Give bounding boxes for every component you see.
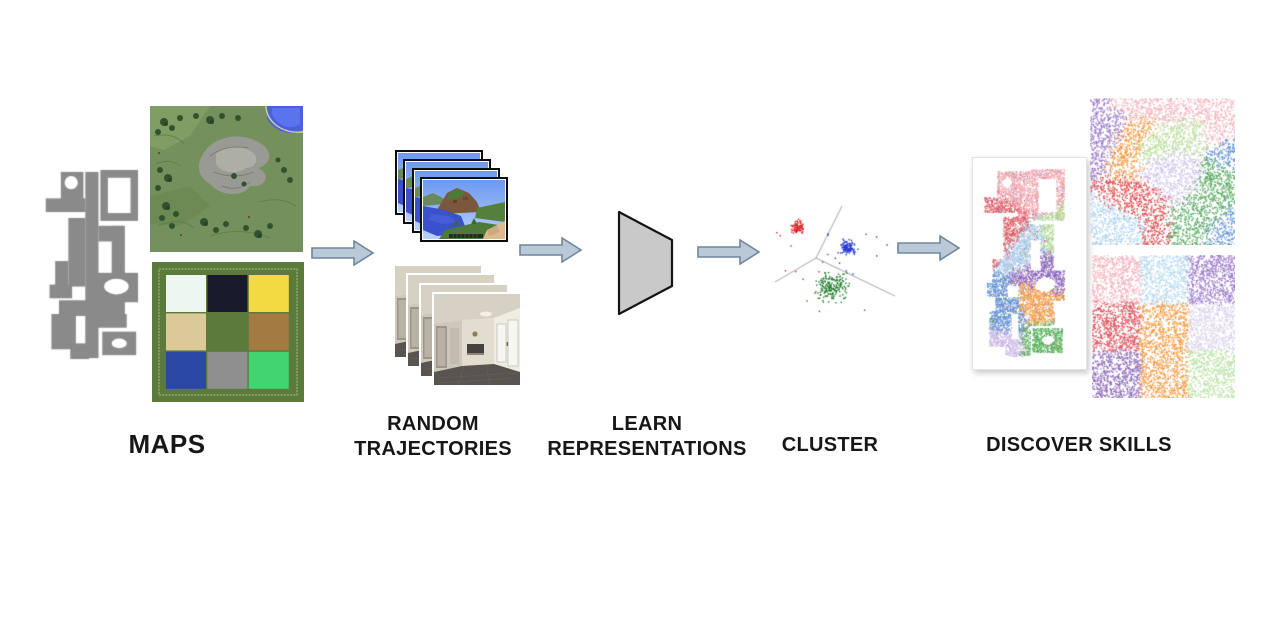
grid-cell xyxy=(248,313,289,351)
skills-maze-card xyxy=(972,157,1087,370)
minecraft-frame xyxy=(420,177,508,242)
stage-label-discover-skills: DISCOVER SKILLS xyxy=(986,434,1172,456)
indoor-frame xyxy=(432,292,522,387)
stage-label-random-trajectories: RANDOM TRAJECTORIES xyxy=(354,413,512,460)
grid-cell xyxy=(166,275,206,312)
arrow-right-icon xyxy=(897,235,960,261)
grid-cell xyxy=(207,275,248,312)
skills-grid xyxy=(1092,255,1235,398)
arrow-right-icon xyxy=(519,237,582,263)
arrow-right-icon xyxy=(697,239,760,265)
grid-cell xyxy=(207,351,248,389)
arrow-right-icon xyxy=(311,240,374,266)
stage-label-learn-representations: LEARN REPRESENTATIONS xyxy=(547,413,747,460)
grid-cell xyxy=(207,313,248,351)
skills-terrain xyxy=(1090,98,1235,245)
stage-label-cluster: CLUSTER xyxy=(781,434,879,456)
stage-label-maps: MAPS xyxy=(128,429,206,459)
indoor-trajectory-stack xyxy=(393,264,528,389)
grid-cell xyxy=(166,351,206,389)
grid-map xyxy=(152,262,304,402)
skills-maze xyxy=(981,167,1078,359)
cluster-plot xyxy=(765,196,910,336)
grid-cell xyxy=(248,275,289,312)
encoder-trapezoid xyxy=(617,210,674,316)
grid-cell xyxy=(248,351,289,389)
terrain-map xyxy=(150,106,303,252)
minecraft-trajectory-stack xyxy=(395,150,520,252)
maze-map xyxy=(42,167,155,363)
grid-cell xyxy=(166,313,206,351)
